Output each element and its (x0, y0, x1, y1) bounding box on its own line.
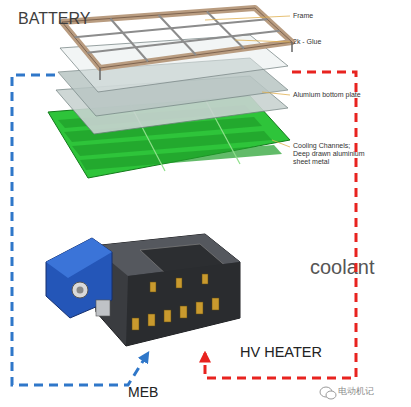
watermark: 电动机记 (338, 386, 408, 396)
node-title: BATTERY (18, 10, 90, 28)
battery-frame (62, 8, 292, 80)
hv-heater (46, 234, 240, 346)
component-label: MEB (128, 384, 188, 400)
battery-node: BATTERY (55, 6, 292, 231)
coolant-line-blue (12, 75, 148, 385)
heater-node: HV HEATER (48, 228, 238, 353)
part-label: 2k - Glue (293, 38, 373, 46)
node-title: HV HEATER (240, 344, 322, 360)
flow-label: coolant (310, 256, 410, 279)
watermark-icon (320, 387, 336, 399)
leader-lines (205, 16, 290, 147)
part-label: Alumium bottom plate (293, 91, 388, 99)
part-label: Cooling Channels; Deep drawn aluminium s… (293, 142, 365, 166)
part-label: Frame (293, 12, 373, 20)
coolant-line-red (205, 72, 356, 378)
